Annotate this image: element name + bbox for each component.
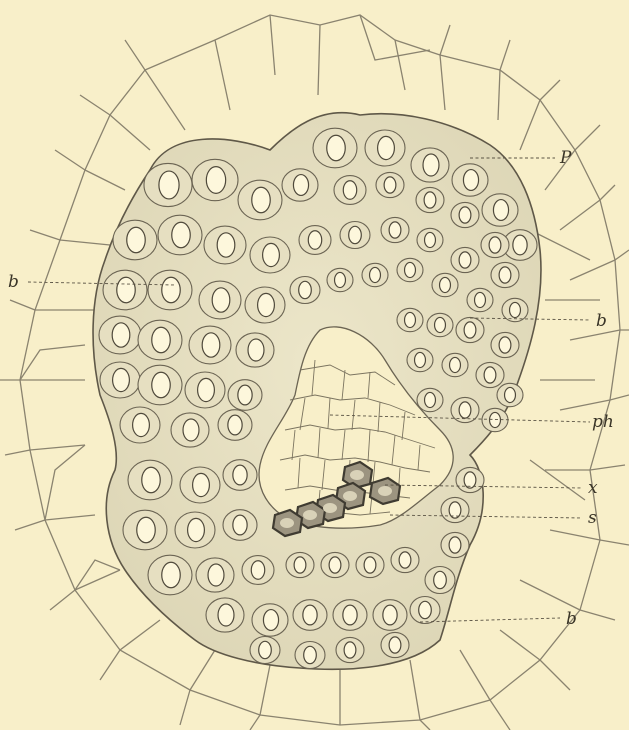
cell-lumen (415, 352, 426, 367)
cell-lumen (513, 235, 527, 255)
cell-lumen (212, 288, 230, 312)
cell-lumen (228, 415, 242, 435)
cell-lumen (464, 472, 476, 488)
cell-lumen (238, 385, 252, 405)
cell-lumen (252, 187, 270, 213)
cell-lumen (263, 243, 280, 266)
cell-lumen (484, 367, 496, 383)
cell-lumen (293, 175, 308, 196)
cell-lumen (127, 227, 145, 253)
cell-lumen (259, 641, 272, 658)
cell-lumen (304, 646, 317, 663)
label-ph: ph (592, 412, 614, 432)
cell-lumen (450, 357, 461, 372)
cell-lumen (493, 200, 508, 221)
cell-lumen (343, 605, 357, 625)
cell-lumen (383, 605, 397, 625)
cell-lumen (193, 473, 210, 496)
cell-lumen (152, 327, 170, 353)
cell-lumen (389, 222, 401, 238)
cell-lumen (183, 419, 199, 441)
cell-lumen (327, 135, 345, 161)
cell-lumen (384, 177, 396, 193)
cell-lumen (349, 226, 362, 243)
cell-lumen (303, 605, 317, 625)
cell-lumen (113, 368, 130, 391)
cell-lumen (459, 252, 471, 268)
cell-lumen (133, 413, 150, 436)
label-x: x (588, 478, 598, 498)
cell-lumen (152, 372, 170, 398)
cell-lumen (425, 232, 436, 247)
cell-lumen (419, 601, 432, 618)
cell-lumen (424, 192, 436, 208)
cell-lumen (389, 637, 401, 653)
cell-lumen (364, 557, 376, 573)
cell-lumen (475, 292, 486, 307)
cell-lumen (188, 518, 205, 541)
cell-lumen (217, 233, 235, 257)
cell-lumen (159, 171, 179, 199)
cell-lumen (435, 317, 446, 332)
cell-lumen (505, 387, 516, 402)
cell-lumen (112, 323, 130, 347)
cell-lumen (425, 392, 436, 407)
cell-lumen (162, 562, 180, 588)
cell-lumen (434, 571, 447, 588)
cell-lumen (344, 642, 356, 658)
cell-lumen (463, 170, 478, 191)
cell-lumen (329, 557, 341, 573)
cell-lumen (299, 281, 312, 298)
label-s: s (588, 508, 597, 528)
cell-lumen (370, 267, 381, 282)
cell-lumen (423, 154, 439, 176)
label-b-bottom: b (566, 609, 577, 629)
label-p: P (559, 148, 572, 168)
cell-lumen (233, 515, 247, 535)
cell-lumen (378, 136, 395, 159)
cell-lumen (440, 277, 451, 292)
cell-lumen (489, 237, 501, 253)
cell-lumen (233, 465, 247, 485)
cell-lumen (198, 378, 215, 401)
cell-lumen (343, 181, 356, 200)
cell-lumen (464, 322, 476, 338)
cell-lumen (172, 222, 190, 248)
cell-lumen (162, 277, 180, 303)
cell-lumen (449, 537, 461, 553)
cell-lumen (263, 610, 278, 631)
cell-lumen (218, 604, 234, 626)
label-b-right: b (596, 311, 607, 331)
cell-lumen (459, 402, 471, 418)
cell-lumen (335, 272, 346, 287)
cell-lumen (142, 467, 160, 493)
cell-lumen (208, 564, 224, 586)
cell-lumen (499, 337, 511, 353)
cell-lumen (399, 552, 411, 568)
cell-lumen (117, 277, 135, 303)
cell-lumen (248, 339, 264, 361)
cell-lumen (405, 312, 416, 327)
vascular-bundle (93, 113, 541, 670)
cell-lumen (490, 412, 501, 427)
cell-lumen (258, 293, 275, 316)
cell-lumen (459, 207, 471, 223)
cell-lumen (499, 267, 511, 283)
label-b-left: b (8, 272, 19, 292)
cell-lumen (308, 231, 321, 250)
cell-lumen (294, 557, 306, 573)
cell-lumen (137, 517, 155, 543)
cell-lumen (510, 302, 521, 317)
cell-lumen (251, 561, 264, 580)
cell-lumen (202, 333, 220, 357)
cell-lumen (405, 262, 416, 277)
cell-lumen (206, 167, 225, 194)
